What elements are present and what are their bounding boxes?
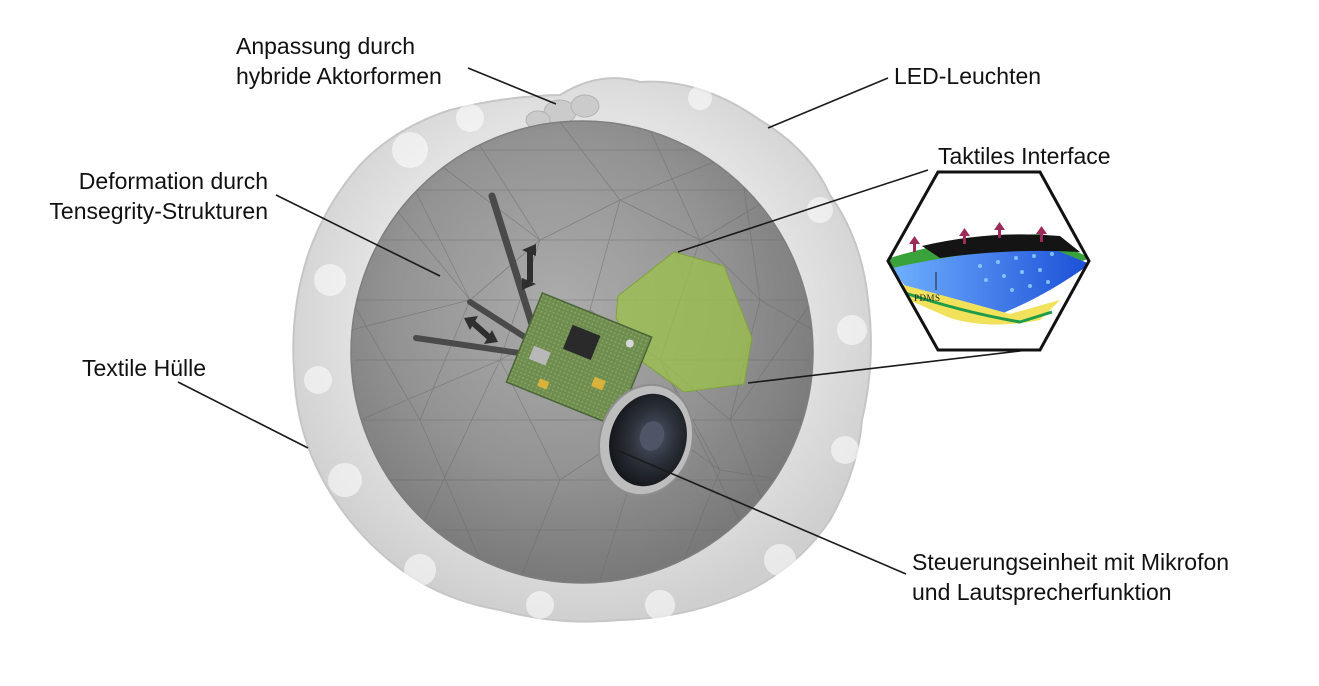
actuator-bumps — [525, 94, 600, 130]
label-steuerung-line2: und Lautsprecherfunktion — [912, 579, 1172, 605]
label-anpassung: Anpassung durch hybride Aktorformen — [236, 31, 442, 91]
leader-lines — [177, 67, 1029, 575]
mesh-lines — [351, 121, 813, 581]
tactile-inset — [886, 170, 1091, 352]
label-anpassung-line1: Anpassung durch — [236, 33, 416, 59]
double-arrow-icon — [522, 244, 536, 290]
label-deformation-line2: Tensegrity-Strukturen — [49, 198, 268, 224]
label-steuerung-line1: Steuerungseinheit mit Mikrofon — [912, 549, 1230, 575]
inset-hex-frame — [886, 170, 1091, 352]
label-led: LED-Leuchten — [894, 63, 1042, 89]
inset-pdms-label: PDMS — [914, 293, 941, 303]
speaker-center — [639, 421, 665, 451]
double-arrow-icon — [464, 316, 498, 344]
label-textile: Textile Hülle — [82, 355, 206, 381]
label-deformation-line1: Deformation durch — [78, 168, 268, 194]
control-pcb — [505, 292, 653, 428]
label-steuerung: Steuerungseinheit mit Mikrofon und Lauts… — [912, 547, 1229, 607]
shell-texture — [304, 86, 867, 620]
label-taktiles: Taktiles Interface — [938, 143, 1111, 169]
label-deformation: Deformation durch Tensegrity-Strukturen — [20, 166, 268, 226]
label-anpassung-line2: hybride Aktorformen — [236, 63, 442, 89]
